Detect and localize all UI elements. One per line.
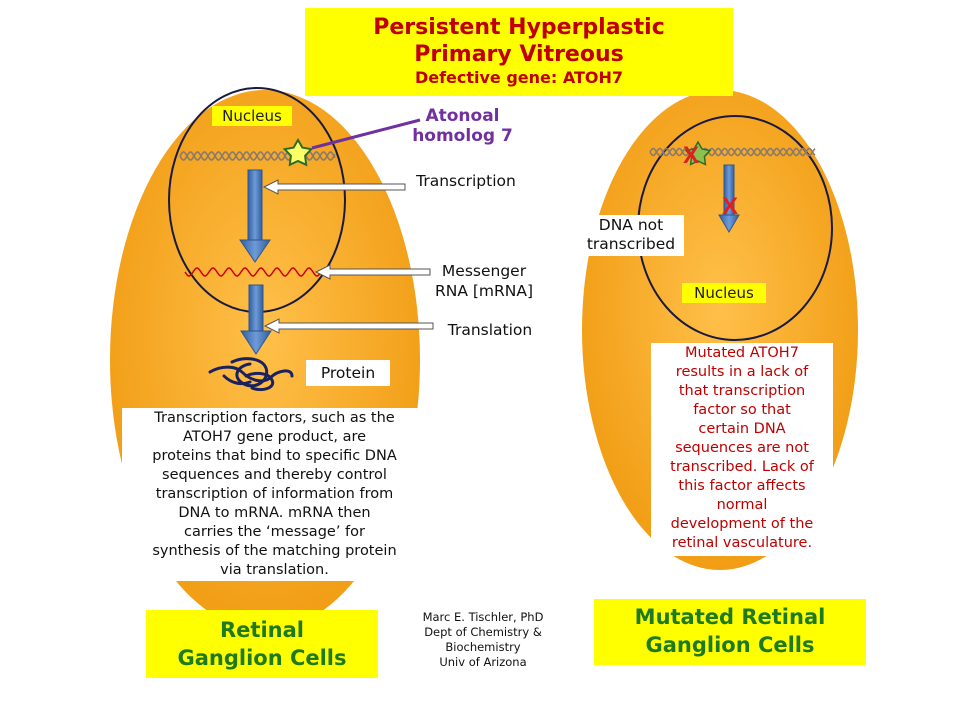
left-nucleus-label: Nucleus xyxy=(212,106,292,126)
left-desc-line-5: transcription of information from xyxy=(155,486,394,502)
right-desc-line-2: results in a lack of xyxy=(675,364,809,380)
right-desc-line-7: transcribed. Lack of xyxy=(670,459,814,475)
gene-name-line-1: Atonoal xyxy=(425,106,500,126)
mrna-label-line-2: RNA [mRNA] xyxy=(434,282,534,300)
arrow-block-mark: X xyxy=(722,193,738,220)
left-desc-line-4: sequences and thereby control xyxy=(162,467,387,483)
right-description-box: Mutated ATOH7 results in a lack of that … xyxy=(651,343,833,556)
protein-tangle-icon xyxy=(208,357,294,392)
gene-name-label: Atonoal homolog 7 xyxy=(405,106,520,146)
title-line-1: Persistent Hyperplastic xyxy=(373,15,665,40)
mrna-pointer-icon xyxy=(314,264,431,280)
translation-label: Translation xyxy=(447,321,533,339)
right-desc-line-3: that transcription xyxy=(678,383,806,399)
translation-pointer-icon xyxy=(263,318,434,334)
transcription-pointer-icon xyxy=(262,179,406,195)
dna-block-mark: X xyxy=(683,142,699,169)
right-dna-helix xyxy=(649,147,816,157)
right-desc-line-1: Mutated ATOH7 xyxy=(685,345,799,361)
right-cell-label: Mutated Retinal Ganglion Cells xyxy=(594,599,866,665)
gene-star-icon xyxy=(282,138,314,167)
credit-line-1: Marc E. Tischler, PhD xyxy=(422,610,544,624)
mutated-gene-star-icon xyxy=(684,140,712,166)
left-description-box: Transcription factors, such as the ATOH7… xyxy=(122,408,427,581)
left-desc-line-6: DNA to mRNA. mRNA then xyxy=(178,505,371,521)
protein-label: Protein xyxy=(306,360,390,386)
gene-pointer-line xyxy=(311,118,421,150)
translation-arrow-icon xyxy=(240,284,272,355)
dna-not-transcribed-label: DNA not transcribed xyxy=(578,215,684,256)
left-desc-line-3: proteins that bind to specific DNA xyxy=(152,448,397,464)
credit-line-3: Biochemistry xyxy=(445,640,521,654)
right-desc-line-6: sequences are not xyxy=(675,440,809,456)
title-line-2: Primary Vitreous xyxy=(414,42,624,67)
right-desc-line-10: development of the xyxy=(670,516,814,532)
mrna-label-line-1: Messenger xyxy=(441,262,527,280)
author-credit: Marc E. Tischler, PhD Dept of Chemistry … xyxy=(398,610,568,670)
left-cell-label-line-1: Retinal xyxy=(220,618,304,642)
mrna-label: Messenger RNA [mRNA] xyxy=(420,261,548,301)
credit-line-2: Dept of Chemistry & xyxy=(424,625,542,639)
right-cell-label-line-2: Ganglion Cells xyxy=(645,633,815,657)
title-box: Persistent Hyperplastic Primary Vitreous… xyxy=(305,8,733,96)
gene-name-line-2: homolog 7 xyxy=(412,126,513,146)
right-nucleus-label: Nucleus xyxy=(682,283,766,303)
mrna-strand xyxy=(184,267,321,277)
credit-line-4: Univ of Arizona xyxy=(439,655,527,669)
right-desc-line-5: certain DNA xyxy=(698,421,786,437)
transcription-arrow-icon xyxy=(239,169,271,263)
right-desc-line-11: retinal vasculature. xyxy=(671,535,813,551)
right-desc-line-9: normal xyxy=(716,497,768,513)
left-cell-label: Retinal Ganglion Cells xyxy=(146,610,378,678)
left-desc-line-9: via translation. xyxy=(220,562,329,578)
left-cell-label-line-2: Ganglion Cells xyxy=(177,646,347,670)
title-subtitle: Defective gene: ATOH7 xyxy=(414,68,624,87)
left-desc-line-1: Transcription factors, such as the xyxy=(154,410,395,426)
right-desc-line-8: this factor affects xyxy=(678,478,806,494)
dna-label-line-1: DNA not xyxy=(598,216,664,234)
right-desc-line-4: factor so that xyxy=(693,402,791,418)
blocked-transcription-arrow-icon xyxy=(718,164,740,233)
transcription-label: Transcription xyxy=(416,172,516,190)
left-desc-line-2: ATOH7 gene product, are xyxy=(182,429,367,445)
dna-label-line-2: transcribed xyxy=(586,235,676,253)
left-desc-line-8: synthesis of the matching protein xyxy=(152,543,397,559)
left-desc-line-7: carries the ‘message’ for xyxy=(184,524,365,540)
right-cell-label-line-1: Mutated Retinal xyxy=(634,605,826,629)
